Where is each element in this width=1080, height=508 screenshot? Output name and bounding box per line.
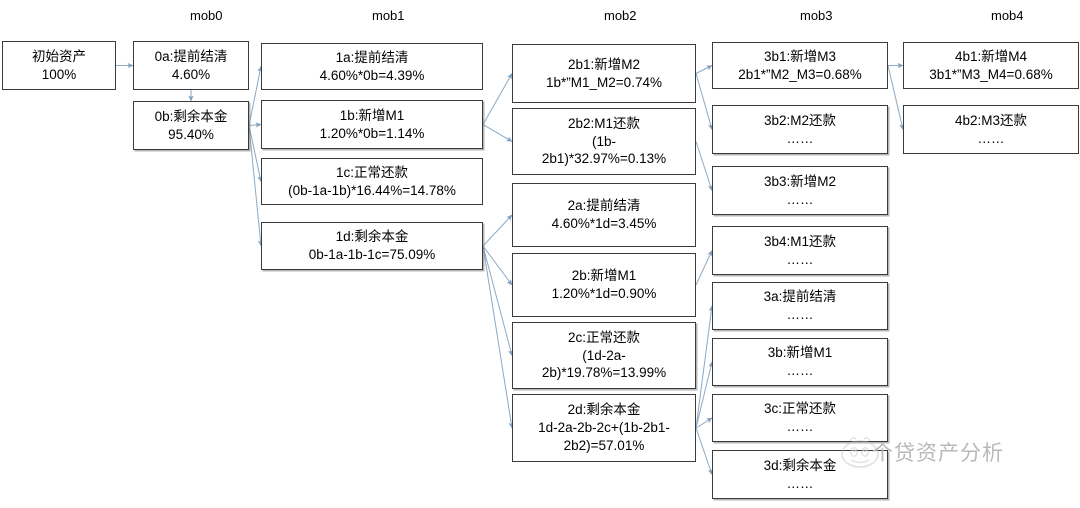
node-text-line: 2d:剩余本金	[567, 402, 641, 418]
node-3a-early-settlement[interactable]: 3a:提前结清 ……	[712, 282, 888, 330]
node-text-line: ……	[786, 363, 814, 378]
node-text-line: ……	[786, 130, 814, 146]
node-text-line: 1d:剩余本金	[335, 229, 409, 245]
node-text-line: 2a:提前结清	[567, 198, 641, 214]
edge-1d-to-2c	[482, 245, 514, 357]
node-text-line: 2b2:M1还款	[567, 115, 641, 131]
node-text-line: 100%	[41, 66, 77, 82]
node-2b2-m1-repayment[interactable]: 2b2:M1还款 (1b- 2b1)*32.97%=0.13%	[512, 108, 696, 175]
node-1d-remaining-principal[interactable]: 1d:剩余本金 0b-1a-1b-1c=75.09%	[261, 222, 483, 270]
node-3d-remaining-principal[interactable]: 3d:剩余本金 ……	[712, 450, 888, 499]
node-text-line: 4b1:新增M4	[954, 48, 1028, 64]
column-header-mob2: mob2	[604, 8, 637, 23]
node-1a-early-settlement[interactable]: 1a:提前结清 4.60%*0b=4.39%	[261, 43, 483, 90]
edge-1b-to-2b2	[482, 124, 513, 142]
node-text-line: 1d-2a-2b-2c+(1b-2b1-	[538, 420, 670, 436]
node-text-line: 4b2:M3还款	[954, 112, 1028, 128]
edge-2b2-to-3b3	[695, 141, 713, 192]
node-text-line: 3d:剩余本金	[763, 457, 837, 473]
node-text-line: 1.20%*0b=1.14%	[319, 125, 425, 141]
node-4b1-new-m4[interactable]: 4b1:新增M4 3b1*”M3_M4=0.68%	[903, 42, 1079, 89]
node-text-line: 2b2)=57.01%	[563, 437, 645, 453]
node-text-line: 1c:正常还款	[335, 164, 408, 180]
node-4b2-m3-repayment[interactable]: 4b2:M3还款 ……	[903, 105, 1079, 154]
edge-0b-to-1c	[248, 125, 263, 183]
node-text-line: 3b1:新增M3	[763, 48, 837, 64]
edge-0b-to-1b	[248, 122, 262, 128]
edge-2d-to-3b	[695, 361, 714, 429]
node-text-line: 2b1:新增M2	[567, 56, 641, 72]
node-text-line: 0b:剩余本金	[154, 108, 228, 124]
watermark-text: 个贷资产分析	[872, 441, 1004, 465]
node-text-line: ……	[786, 251, 814, 267]
node-3b4-m1-repayment[interactable]: 3b4:M1还款 ……	[712, 226, 888, 275]
node-text-line: (1b-	[591, 133, 616, 149]
edge-2d-to-3a	[695, 305, 714, 429]
node-text-line: 2b1*”M2_M3=0.68%	[738, 66, 862, 82]
edge-0b-to-1d	[248, 125, 264, 247]
edge-1d-to-2b	[482, 245, 513, 286]
node-text-line: 3b:新增M1	[767, 345, 833, 361]
node-3c-normal-repayment[interactable]: 3c:正常还款 ……	[712, 394, 888, 442]
node-2b1-new-m2[interactable]: 2b1:新增M2 1b*”M1_M2=0.74%	[512, 44, 696, 103]
node-text-line: 3a:提前结清	[763, 289, 837, 305]
node-text-line: (1d-2a-	[582, 347, 626, 363]
node-text-line: 1b:新增M1	[339, 107, 405, 123]
node-0a-early-settlement[interactable]: 0a:提前结清 4.60%	[133, 41, 249, 90]
edge-1d-to-2d	[482, 245, 514, 429]
edge-2d-to-3c	[695, 417, 713, 429]
node-2a-early-settlement[interactable]: 2a:提前结清 4.60%*1d=3.45%	[512, 183, 696, 247]
column-header-mob0: mob0	[190, 8, 223, 23]
node-text-line: 0b-1a-1b-1c=75.09%	[308, 247, 436, 262]
node-text-line: 初始资产	[32, 48, 86, 64]
edge-1d-to-2a	[482, 214, 513, 247]
node-text-line: 3b3:新增M2	[763, 173, 837, 189]
node-3b-new-m1[interactable]: 3b:新增M1 ……	[712, 338, 888, 386]
node-text-line: 4.60%*0b=4.39%	[319, 67, 425, 83]
node-2d-remaining-principal[interactable]: 2d:剩余本金 1d-2a-2b-2c+(1b-2b1-2b2)=57.01%	[512, 394, 696, 462]
node-text-line: 2b:新增M1	[571, 268, 637, 284]
node-3b3-new-m2[interactable]: 3b3:新增M2 ……	[712, 166, 888, 215]
node-1b-new-m1[interactable]: 1b:新增M1 1.20%*0b=1.14%	[261, 100, 483, 149]
node-2c-normal-repayment[interactable]: 2c:正常还款 (1d-2a- 2b)*19.78%=13.99%	[512, 322, 696, 389]
node-text-line: 4.60%*1d=3.45%	[551, 216, 657, 231]
edge-2d-to-3d	[695, 427, 713, 476]
node-text-line: 1a:提前结清	[335, 49, 409, 65]
node-text-line: ……	[786, 191, 814, 207]
node-text-line: 3b4:M1还款	[763, 233, 837, 249]
node-text-line: 2b)*19.78%=13.99%	[541, 365, 667, 381]
node-text-line: 95.40%	[168, 126, 214, 142]
column-header-mob1: mob1	[372, 8, 405, 23]
column-header-mob4: mob4	[991, 8, 1024, 23]
node-text-line: 4.60%	[171, 66, 211, 82]
node-2b-new-m1[interactable]: 2b:新增M1 1.20%*1d=0.90%	[512, 253, 696, 317]
node-text-line: 2c:正常还款	[567, 329, 640, 345]
node-text-line: 1b*”M1_M2=0.74%	[546, 74, 662, 90]
node-text-line: 0a:提前结清	[154, 48, 228, 64]
edge-3b1-to-4b2	[887, 65, 905, 131]
node-3b2-m2-repayment[interactable]: 3b2:M2还款 ……	[712, 105, 888, 154]
node-0b-remaining-principal[interactable]: 0b:剩余本金 95.40%	[133, 101, 249, 150]
node-text-line: ……	[786, 419, 814, 434]
node-text-line: 2b1)*32.97%=0.13%	[541, 151, 667, 167]
edge-2b-to-3b4	[695, 249, 713, 286]
node-text-line: 1.20%*1d=0.90%	[551, 286, 657, 301]
edge-0b-to-1a	[248, 65, 263, 126]
column-header-mob3: mob3	[800, 8, 833, 23]
node-text-line: ……	[786, 307, 814, 322]
node-text-line: ……	[977, 130, 1005, 146]
initial-asset[interactable]: 初始资产 100%	[2, 41, 116, 90]
node-text-line: 3c:正常还款	[763, 401, 836, 417]
node-1c-normal-repayment[interactable]: 1c:正常还款 (0b-1a-1b)*16.44%=14.78%	[261, 158, 483, 205]
edge-2b1-to-3b2	[695, 73, 714, 131]
edge-1b-to-2b1	[482, 72, 513, 125]
node-text-line: (0b-1a-1b)*16.44%=14.78%	[288, 182, 456, 198]
node-text-line: 3b1*”M3_M4=0.68%	[929, 66, 1053, 82]
node-text-line: 3b2:M2还款	[763, 112, 837, 128]
edge-2b1-to-3b1	[695, 65, 713, 74]
node-3b1-new-m3[interactable]: 3b1:新增M3 2b1*”M2_M3=0.68%	[712, 42, 888, 89]
node-text-line: ……	[786, 475, 814, 491]
